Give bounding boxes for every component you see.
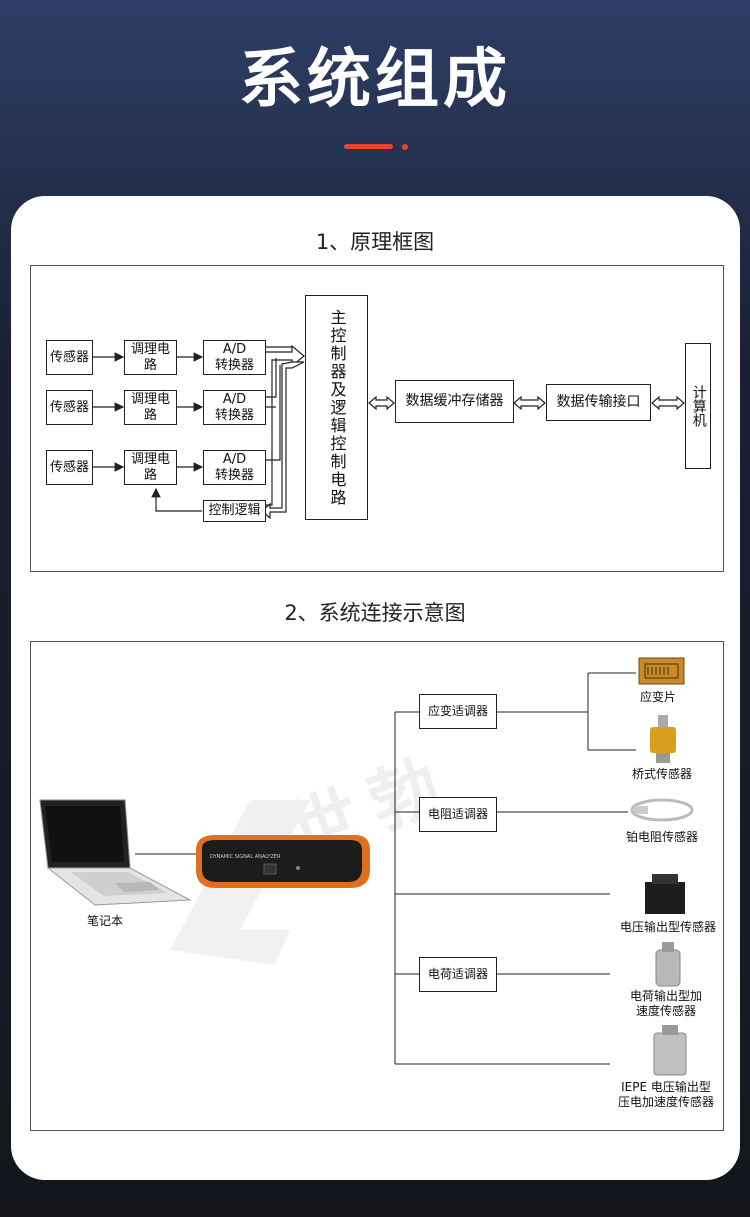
- charge-accel-label: 电荷输出型加 速度传感器: [618, 989, 714, 1019]
- buffer-memory-box: 数据缓冲存储器: [395, 380, 514, 423]
- analyzer-device: [196, 835, 370, 888]
- platinum-sensor-icon: [630, 798, 694, 822]
- strain-conditioner-box: 应变适调器: [419, 694, 497, 729]
- main-controller-label: 主控制器及逻辑控制电路: [327, 308, 347, 507]
- laptop-icon: [39, 799, 192, 906]
- laptop-label: 笔记本: [86, 914, 123, 928]
- sensor-box-2: 传感器: [46, 390, 93, 425]
- bridge-sensor-icon: [650, 715, 676, 763]
- strain-gauge-label: 应变片: [639, 690, 676, 704]
- adc-box-1-line2: 转换器: [214, 357, 254, 373]
- bridge-sensor-label: 桥式传感器: [631, 767, 692, 781]
- adc-box-2: A/D 转换器: [203, 390, 266, 425]
- sensor-box-1: 传感器: [46, 340, 93, 375]
- section2-heading: 2、系统连接示意图: [284, 601, 466, 625]
- transfer-interface-box: 数据传输接口: [546, 384, 651, 421]
- platinum-sensor-label: 铂电阻传感器: [625, 830, 698, 844]
- iepe-accel-label-line1: IEPE 电压输出型: [621, 1080, 711, 1094]
- main-controller-box: 主控制器及逻辑控制电路: [305, 295, 368, 520]
- conditioning-box-1: 调理电路: [124, 340, 177, 375]
- computer-label: 计算机: [690, 385, 707, 427]
- adc-box-2-line1: A/D: [222, 391, 247, 407]
- analyzer-text: DYNAMIC SIGNAL ANALYZER: [210, 854, 281, 860]
- strain-gauge-icon: [638, 657, 685, 685]
- adc-box-3-line1: A/D: [222, 451, 247, 467]
- resistance-conditioner-box: 电阻适调器: [419, 797, 497, 832]
- charge-accel-label-line1: 电荷输出型加: [629, 989, 702, 1003]
- adc-box-1-line1: A/D: [222, 341, 247, 357]
- charge-accel-icon: [655, 942, 681, 987]
- iepe-accel-icon: [653, 1025, 687, 1076]
- iepe-accel-label: IEPE 电压输出型 压电加速度传感器: [608, 1080, 724, 1110]
- adc-box-2-line2: 转换器: [214, 407, 254, 423]
- accent-dot: [402, 144, 408, 150]
- computer-box: 计算机: [685, 343, 711, 469]
- adc-box-1: A/D 转换器: [203, 340, 266, 375]
- sensor-box-3: 传感器: [46, 450, 93, 485]
- section1-heading: 1、原理框图: [315, 230, 435, 254]
- accent-bar: [344, 144, 393, 149]
- conditioning-box-2: 调理电路: [124, 390, 177, 425]
- adc-box-3: A/D 转换器: [203, 450, 266, 485]
- iepe-accel-label-line2: 压电加速度传感器: [617, 1095, 714, 1109]
- adc-box-3-line2: 转换器: [214, 467, 254, 483]
- charge-conditioner-box: 电荷适调器: [419, 957, 497, 992]
- page-title: 系统组成: [239, 43, 511, 117]
- conditioning-box-3: 调理电路: [124, 450, 177, 485]
- voltage-sensor-label: 电压输出型传感器: [619, 920, 716, 934]
- voltage-sensor-icon: [645, 874, 685, 914]
- charge-accel-label-line2: 速度传感器: [635, 1004, 696, 1018]
- control-logic-box: 控制逻辑: [203, 500, 266, 522]
